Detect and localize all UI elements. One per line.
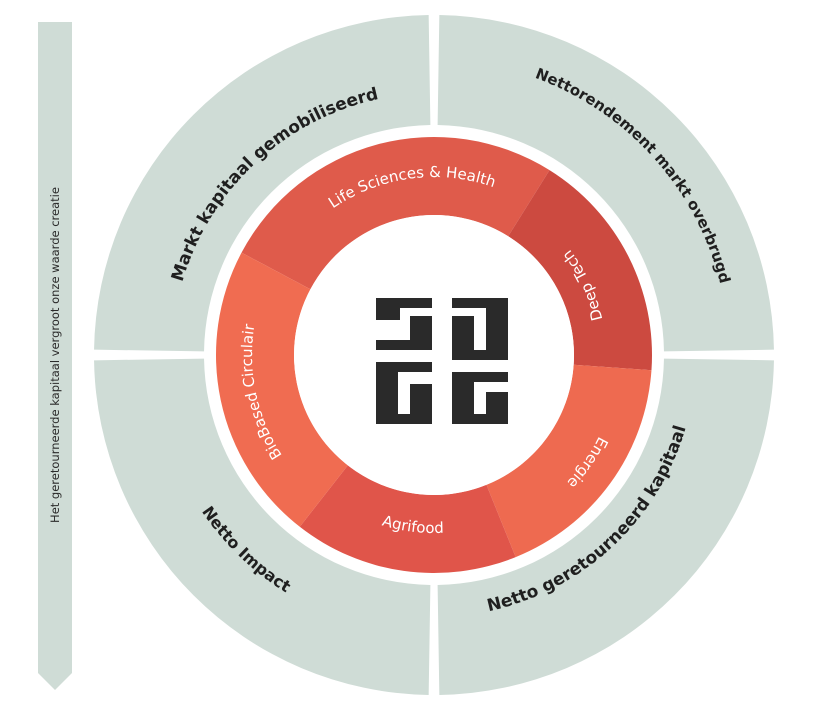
segment-energie <box>486 364 652 558</box>
invest-nl-logo <box>376 298 508 424</box>
arrow-shape <box>38 22 72 690</box>
segment-deep-tech <box>508 170 652 371</box>
quadrant-top-right <box>437 15 774 352</box>
quadrant-bottom-left <box>94 358 431 695</box>
center-disc: INVEST-NL <box>294 215 574 495</box>
segment-agrifood <box>299 465 516 573</box>
quadrant-bottom-right <box>437 358 774 695</box>
center-circle <box>294 215 574 495</box>
segment-life-sciences <box>241 137 550 290</box>
quadrant-top-left <box>94 15 431 352</box>
segment-biobased <box>216 252 348 527</box>
